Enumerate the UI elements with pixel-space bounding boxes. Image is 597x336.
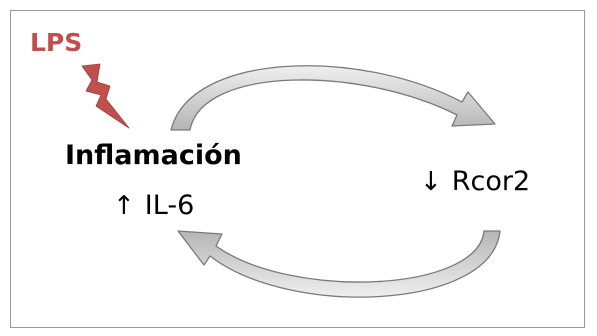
il6-marker: ↑ IL-6	[113, 192, 194, 219]
rcor2-marker: ↓ Rcor2	[420, 168, 530, 195]
inflammation-title: Inflamación	[65, 140, 242, 171]
lps-label: LPS	[30, 28, 83, 57]
top-curved-arrow	[170, 65, 496, 131]
down-arrow-icon: ↓	[420, 166, 442, 197]
rcor2-label: Rcor2	[451, 166, 531, 197]
bottom-curved-arrow	[177, 230, 501, 298]
il6-label: IL-6	[144, 190, 195, 221]
up-arrow-icon: ↑	[113, 190, 135, 221]
diagram-frame	[10, 10, 585, 328]
lightning-bolt-icon	[81, 63, 130, 129]
